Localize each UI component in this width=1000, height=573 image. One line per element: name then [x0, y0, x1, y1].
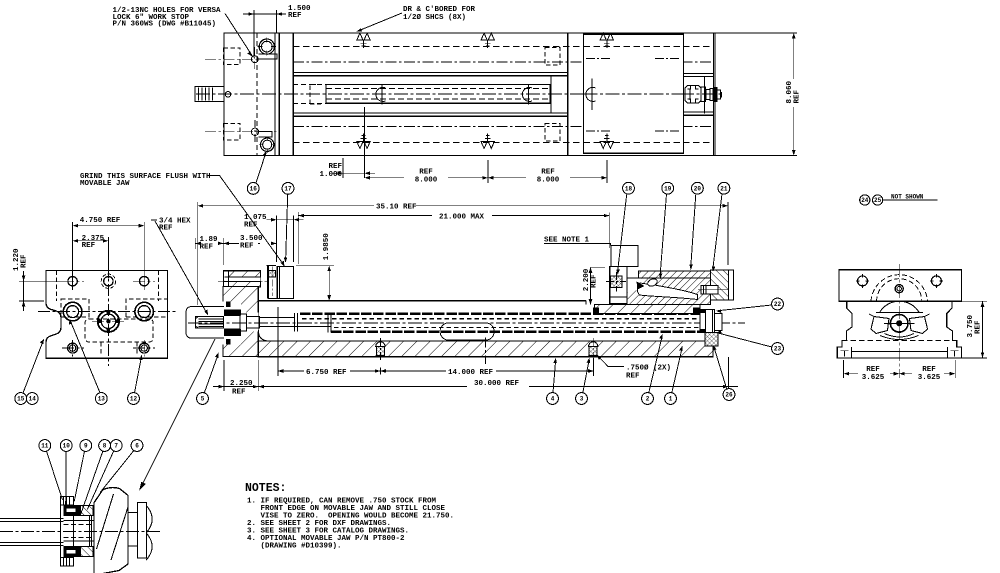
svg-text:4.750 REF: 4.750 REF	[80, 217, 121, 225]
svg-text:17: 17	[284, 186, 292, 193]
svg-text:NOTES:: NOTES:	[245, 482, 286, 495]
svg-text:14.000 REF: 14.000 REF	[448, 369, 494, 377]
svg-text:1/2-13NC HOLES FOR VERSA: 1/2-13NC HOLES FOR VERSA	[113, 7, 222, 15]
svg-text:11: 11	[41, 443, 49, 450]
svg-text:2.250: 2.250	[230, 380, 253, 388]
svg-text:REF: REF	[288, 12, 302, 20]
svg-text:REF: REF	[866, 366, 880, 374]
svg-text:2.375: 2.375	[82, 235, 105, 243]
svg-text:5: 5	[201, 396, 205, 403]
svg-text:2. SEE SHEET 2 FOR DXF DRAWING: 2. SEE SHEET 2 FOR DXF DRAWINGS.	[247, 520, 391, 528]
svg-text:1. IF REQUIRED, CAN REMOVE .75: 1. IF REQUIRED, CAN REMOVE .750 STOCK FR…	[247, 498, 437, 506]
svg-text:REF: REF	[541, 169, 555, 177]
svg-text:LOCK 6" WORK STOP: LOCK 6" WORK STOP	[113, 14, 190, 22]
svg-text:1.220: 1.220	[13, 248, 21, 271]
svg-text:8.000: 8.000	[537, 177, 560, 185]
svg-text:SEE NOTE 1: SEE NOTE 1	[544, 237, 590, 245]
svg-text:24: 24	[861, 197, 869, 204]
svg-text:REF: REF	[328, 163, 342, 171]
svg-text:26: 26	[725, 392, 733, 399]
svg-text:REF: REF	[159, 225, 173, 233]
svg-text:10: 10	[63, 443, 71, 450]
svg-text:REF: REF	[419, 169, 433, 177]
svg-text:NOT SHOWN: NOT SHOWN	[891, 194, 924, 201]
svg-text:REF: REF	[794, 89, 802, 103]
svg-text:1/2Ø SHCS (8X): 1/2Ø SHCS (8X)	[403, 13, 466, 22]
svg-text:18: 18	[625, 185, 633, 192]
svg-text:1: 1	[669, 396, 673, 403]
svg-text:4. OPTIONAL MOVABLE JAW P/N PT: 4. OPTIONAL MOVABLE JAW P/N PT800-2	[247, 535, 405, 543]
svg-text:REF: REF	[21, 254, 29, 268]
svg-text:8: 8	[103, 443, 107, 450]
svg-text:21.000 MAX: 21.000 MAX	[439, 213, 485, 221]
svg-text:REF: REF	[975, 320, 983, 334]
svg-text:16: 16	[250, 186, 258, 193]
svg-text:3.625: 3.625	[862, 374, 885, 382]
svg-text:25: 25	[874, 197, 882, 204]
svg-text:DR & C'BORED FOR: DR & C'BORED FOR	[403, 6, 476, 14]
svg-text:MOVABLE JAW: MOVABLE JAW	[80, 180, 130, 188]
svg-text:1.500: 1.500	[288, 5, 311, 13]
svg-text:P/N 360WS (DWG #B11045): P/N 360WS (DWG #B11045)	[113, 21, 217, 29]
svg-text:2: 2	[646, 396, 650, 403]
svg-text:3. SEE SHEET 3 FOR CATALOG DRA: 3. SEE SHEET 3 FOR CATALOG DRAWINGS.	[247, 528, 409, 536]
svg-text:3.750: 3.750	[967, 314, 975, 337]
svg-text:1.000: 1.000	[319, 171, 342, 179]
svg-text:REF: REF	[200, 244, 214, 252]
svg-text:15: 15	[17, 396, 25, 403]
svg-text:3.625: 3.625	[918, 374, 941, 382]
svg-text:1.89: 1.89	[200, 236, 219, 244]
svg-text:20: 20	[694, 185, 702, 192]
svg-text:23: 23	[774, 346, 782, 353]
svg-text:7: 7	[114, 443, 118, 450]
svg-text:3/4 HEX: 3/4 HEX	[159, 218, 191, 226]
svg-text:FRONT EDGE ON MOVABLE JAW AND: FRONT EDGE ON MOVABLE JAW AND STILL CLOS…	[247, 505, 446, 513]
svg-text:REF: REF	[240, 243, 254, 251]
svg-text:VISE TO ZERO. OPENING WOULD B: VISE TO ZERO. OPENING WOULD BECOME 21.75…	[247, 513, 454, 521]
svg-text:REF: REF	[232, 389, 246, 397]
svg-text:REF: REF	[82, 242, 96, 250]
svg-text:1.9850: 1.9850	[323, 233, 331, 261]
svg-text:21: 21	[720, 185, 728, 192]
svg-text:22: 22	[774, 301, 782, 308]
svg-text:3.500: 3.500	[240, 235, 263, 243]
svg-text:6: 6	[135, 443, 139, 450]
svg-text:REF: REF	[244, 222, 258, 230]
svg-text:35.10 REF: 35.10 REF	[376, 204, 417, 212]
svg-text:14: 14	[29, 396, 37, 403]
svg-text:8.000: 8.000	[415, 177, 438, 185]
svg-text:4: 4	[551, 396, 555, 403]
svg-text:6.750 REF: 6.750 REF	[306, 369, 347, 377]
svg-text:REF: REF	[626, 373, 640, 381]
svg-text:1.075: 1.075	[244, 214, 267, 222]
svg-text:12: 12	[130, 396, 138, 403]
svg-text:30.000 REF: 30.000 REF	[474, 380, 520, 388]
svg-text:REF: REF	[591, 274, 599, 288]
svg-text:(DRAWING #D10399).: (DRAWING #D10399).	[247, 543, 342, 551]
svg-text:2.200: 2.200	[583, 268, 591, 291]
svg-text:19: 19	[664, 185, 672, 192]
svg-text:8.060: 8.060	[786, 80, 794, 103]
svg-text:.750Ø (2X): .750Ø (2X)	[626, 364, 671, 373]
svg-text:13: 13	[98, 396, 106, 403]
svg-text:GRIND THIS SURFACE FLUSH WITH: GRIND THIS SURFACE FLUSH WITH	[80, 173, 211, 181]
svg-text:9: 9	[84, 443, 88, 450]
svg-text:REF: REF	[922, 366, 936, 374]
svg-text:3: 3	[580, 396, 584, 403]
